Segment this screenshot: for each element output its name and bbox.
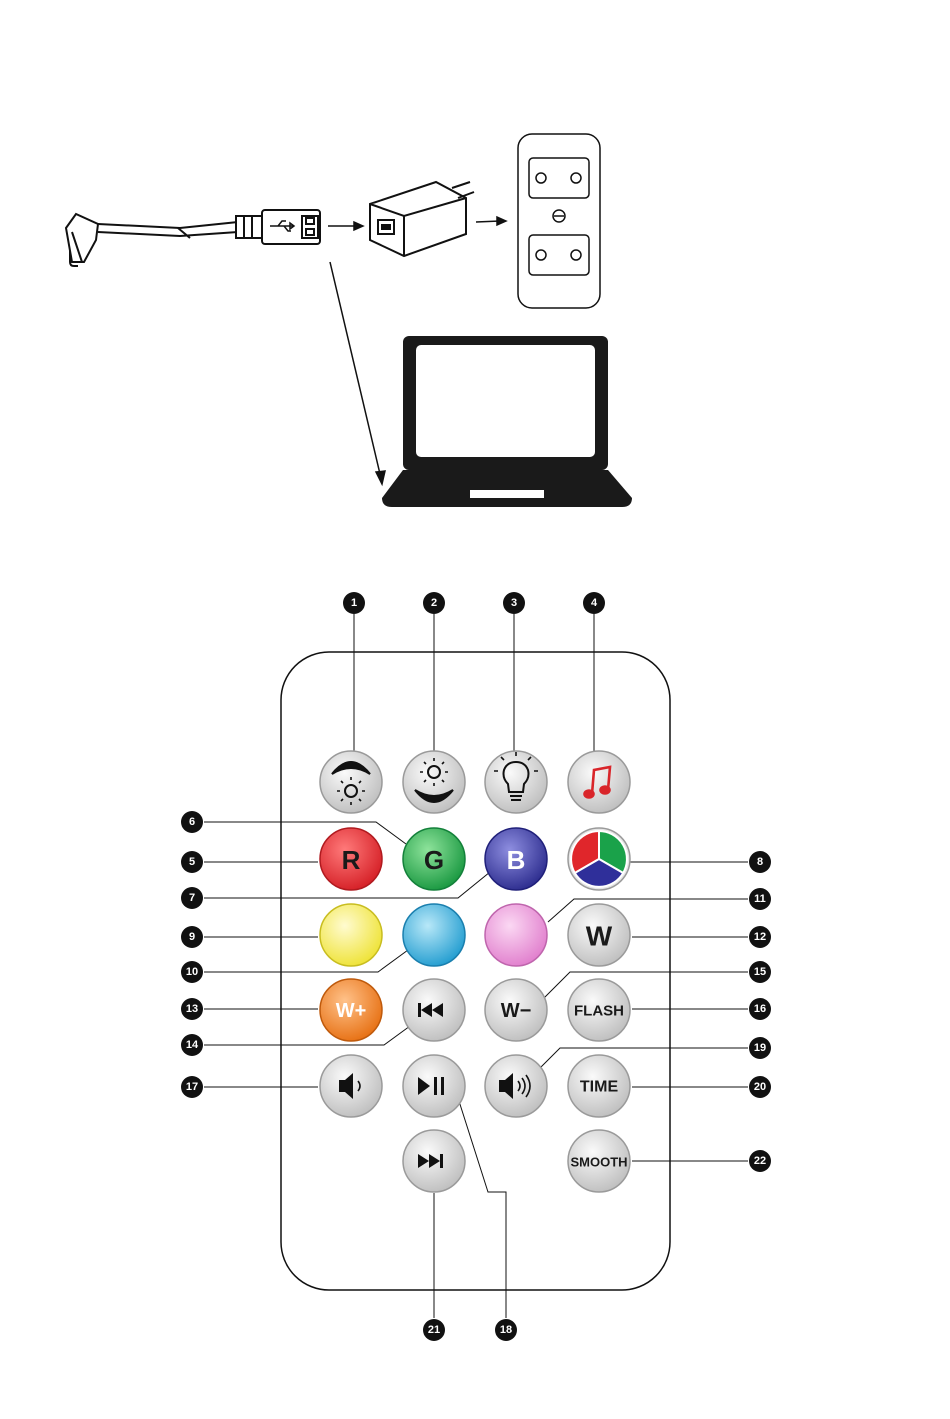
callout-1: 1 (343, 592, 365, 614)
flash-button[interactable]: FLASH (568, 979, 630, 1041)
remote-body (281, 652, 670, 1290)
brightness-up-button[interactable] (320, 751, 382, 813)
green-button-label: G (424, 845, 444, 875)
callout-16: 16 (749, 998, 771, 1020)
svg-text:8: 8 (757, 856, 763, 868)
time-button[interactable]: TIME (568, 1055, 630, 1117)
callout-3: 3 (503, 592, 525, 614)
callout-18: 18 (495, 1319, 517, 1341)
svg-text:3: 3 (511, 597, 517, 609)
yellow-button[interactable] (320, 904, 382, 966)
flash-button-label: FLASH (574, 1003, 624, 1020)
callout-22: 22 (749, 1150, 771, 1172)
svg-text:20: 20 (754, 1081, 766, 1093)
svg-text:13: 13 (186, 1003, 198, 1015)
red-button-label: R (342, 845, 361, 875)
music-mode-button[interactable] (568, 751, 630, 813)
svg-text:5: 5 (189, 856, 195, 868)
svg-text:2: 2 (431, 597, 437, 609)
volume-up-button[interactable] (485, 1055, 547, 1117)
callout-11: 11 (749, 888, 771, 910)
svg-text:10: 10 (186, 966, 198, 978)
svg-text:6: 6 (189, 816, 195, 828)
white-up-button[interactable]: W+ (320, 979, 382, 1041)
svg-text:22: 22 (754, 1155, 766, 1167)
blue-button-label: B (507, 845, 526, 875)
time-button-label: TIME (580, 1079, 619, 1096)
callout-20: 20 (749, 1076, 771, 1098)
callout-19: 19 (749, 1037, 771, 1059)
arrow-to-laptop (330, 262, 385, 484)
arrow-to-adapter (328, 222, 363, 230)
svg-text:9: 9 (189, 931, 195, 943)
callout-12: 12 (749, 926, 771, 948)
svg-text:15: 15 (754, 966, 766, 978)
callout-2: 2 (423, 592, 445, 614)
svg-text:17: 17 (186, 1081, 198, 1093)
svg-text:21: 21 (428, 1324, 440, 1336)
callout-17: 17 (181, 1076, 203, 1098)
white-button[interactable]: W (568, 904, 630, 966)
svg-text:1: 1 (351, 597, 357, 609)
callout-8: 8 (749, 851, 771, 873)
arrow-to-socket (476, 217, 506, 225)
callout-21: 21 (423, 1319, 445, 1341)
previous-mode-button[interactable] (403, 979, 465, 1041)
white-button-label: W (586, 921, 613, 952)
blue-button[interactable]: B (485, 828, 547, 890)
svg-text:11: 11 (754, 893, 766, 905)
white-down-button[interactable]: W− (485, 979, 547, 1041)
callout-6: 6 (181, 811, 203, 833)
power-adapter-icon (370, 182, 474, 256)
svg-text:16: 16 (754, 1003, 766, 1015)
callout-13: 13 (181, 998, 203, 1020)
brightness-down-button[interactable] (403, 751, 465, 813)
volume-down-button[interactable] (320, 1055, 382, 1117)
svg-text:18: 18 (500, 1324, 512, 1336)
smooth-button-label: SMOOTH (570, 1155, 627, 1170)
green-button[interactable]: G (403, 828, 465, 890)
smooth-button[interactable]: SMOOTH (568, 1130, 630, 1192)
next-mode-button[interactable] (403, 1130, 465, 1192)
pink-button[interactable] (485, 904, 547, 966)
rgb-cycle-icon (571, 831, 627, 887)
white-up-label: W+ (336, 1000, 367, 1022)
white-down-label: W− (501, 1000, 532, 1022)
usb-cable-icon (66, 210, 320, 266)
svg-text:19: 19 (754, 1042, 766, 1054)
play-pause-button[interactable] (403, 1055, 465, 1117)
cyan-button[interactable] (403, 904, 465, 966)
callout-5: 5 (181, 851, 203, 873)
svg-text:14: 14 (186, 1039, 199, 1051)
callout-15: 15 (749, 961, 771, 983)
svg-text:7: 7 (189, 892, 195, 904)
light-on-off-button[interactable] (485, 751, 547, 813)
callout-10: 10 (181, 961, 203, 983)
red-button[interactable]: R (320, 828, 382, 890)
svg-text:4: 4 (591, 597, 598, 609)
laptop-icon (382, 336, 632, 507)
callout-4: 4 (583, 592, 605, 614)
wall-socket-icon (518, 134, 600, 308)
rgb-cycle-button[interactable] (568, 828, 630, 890)
callout-14: 14 (181, 1034, 203, 1056)
callout-9: 9 (181, 926, 203, 948)
callout-7: 7 (181, 887, 203, 909)
svg-text:12: 12 (754, 931, 766, 943)
